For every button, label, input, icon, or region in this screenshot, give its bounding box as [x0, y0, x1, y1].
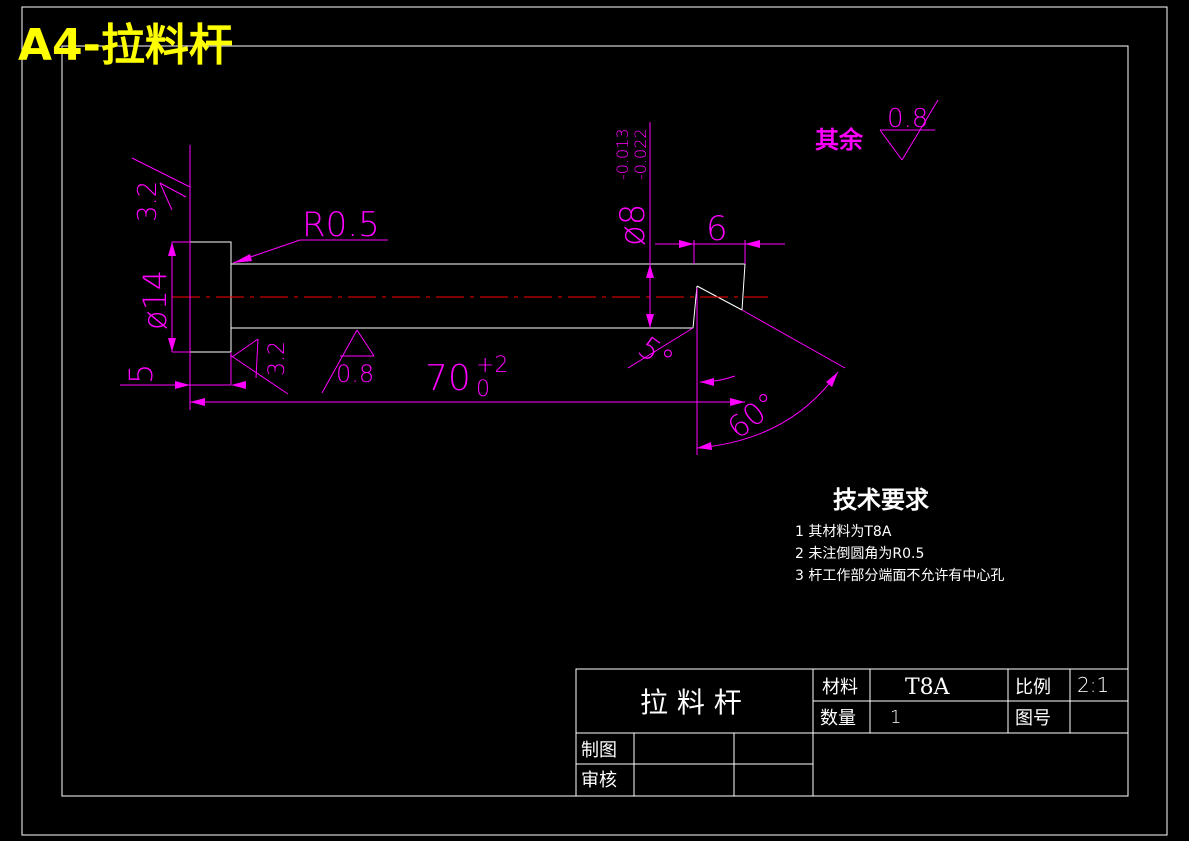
part-outline [189, 241, 746, 353]
roughness-head-label: 3.2 [133, 181, 163, 222]
tip-length-label: 6 [706, 209, 728, 249]
tech-requirement-1: 1 其材料为T8A [795, 524, 892, 540]
angle-small-label: 5° [631, 330, 679, 378]
diameter-head-label: ø14 [136, 270, 174, 330]
roughness-rod-label: 0.8 [336, 360, 374, 388]
diameter-rod-tol-upper: -0.013 [613, 128, 632, 180]
checked-by-label: 审核 [581, 770, 617, 791]
radius-label: R0.5 [302, 205, 380, 245]
dimension-lines [120, 99, 939, 455]
scale-value: 2:1 [1077, 673, 1109, 697]
inner-border [61, 45, 1129, 797]
quantity-value: 1 [890, 707, 901, 728]
part-name: 拉 料 杆 [640, 686, 742, 719]
rod-length-tol-lower: 0 [476, 377, 490, 402]
quantity-label: 数量 [820, 708, 856, 729]
material-label: 材料 [822, 677, 858, 698]
rod-length-tol-upper: +2 [476, 353, 508, 378]
diameter-rod-tol-lower: -0.022 [631, 128, 650, 180]
sheet-title: A4-拉料杆 [18, 20, 233, 71]
drawing-no-label: 图号 [1015, 708, 1051, 729]
tech-requirement-2: 2 未注倒圆角为R0.5 [795, 546, 924, 562]
material-value: T8A [905, 675, 951, 700]
roughness-shoulder-label: 3.2 [265, 341, 290, 376]
angle-large-label: 60° [721, 386, 784, 446]
rod-length-label: 70 [425, 358, 471, 399]
dimension-arrows [168, 240, 838, 450]
roughness-rest-value: 0.8 [887, 104, 928, 134]
tech-requirement-3: 3 杆工作部分端面不允许有中心孔 [795, 568, 1004, 584]
scale-label: 比例 [1015, 677, 1051, 698]
outer-border [21, 6, 1168, 836]
head-length-label: 5 [122, 364, 160, 384]
tech-requirements-heading: 技术要求 [833, 486, 929, 514]
diameter-rod-label: ø8 [613, 204, 653, 246]
drawn-by-label: 制图 [581, 740, 617, 761]
title-block [575, 668, 1129, 797]
roughness-rest-label: 其余 [815, 126, 864, 154]
